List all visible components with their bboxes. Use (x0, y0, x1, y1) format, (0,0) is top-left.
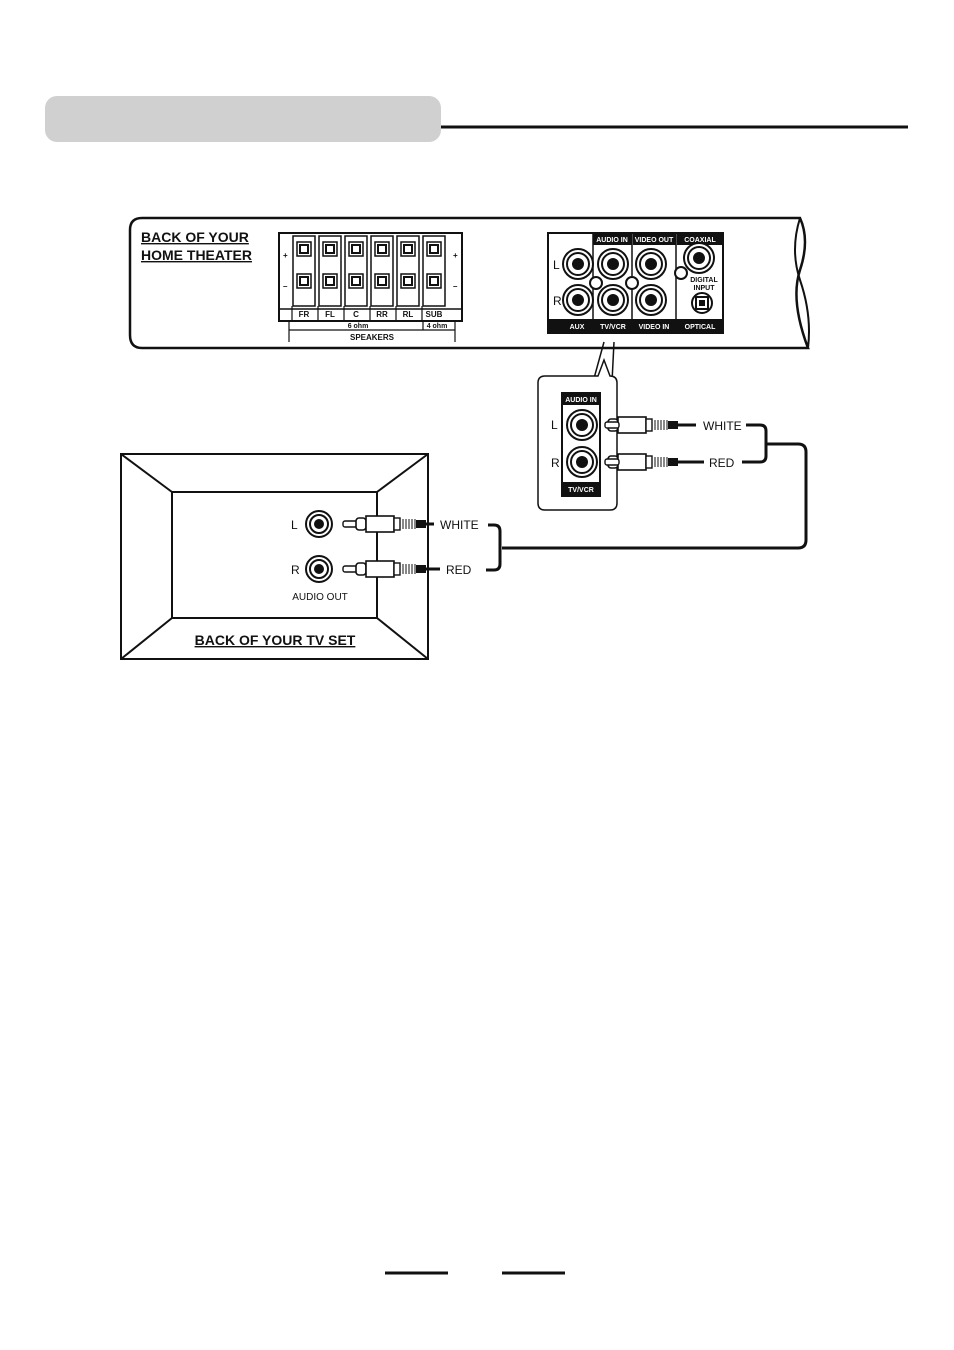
coaxial-jack-icon (684, 243, 714, 273)
tv-right-jack-icon (306, 556, 332, 582)
speaker-channel-label: RR (376, 310, 388, 319)
section-header (45, 96, 908, 142)
home-theater-title-line1: BACK OF YOUR (141, 229, 249, 245)
inset-tv-vcr-label: TV/VCR (568, 487, 594, 494)
inset-row-right-label: R (551, 456, 560, 470)
jack-audio-in-label: AUDIO IN (596, 237, 628, 244)
audio-cable (486, 425, 806, 570)
jack-row-left-label: L (553, 258, 560, 272)
speaker-channel-label: FL (325, 310, 335, 319)
speakers-label: SPEAKERS (350, 333, 395, 342)
inset-right-jack-icon (567, 447, 597, 477)
speaker-plus-right: + (453, 251, 458, 260)
tv-audio-out-label: AUDIO OUT (292, 592, 348, 603)
video-in-jack-icon (636, 285, 666, 315)
speaker-plus-left: + (283, 251, 288, 260)
inset-wire-red-label: RED (709, 456, 735, 470)
ground-ring-icon (590, 277, 602, 289)
aux-right-jack-icon (563, 285, 593, 315)
inset-left-jack-icon (567, 410, 597, 440)
aux-left-jack-icon (563, 249, 593, 279)
jack-optical-label: OPTICAL (685, 324, 716, 331)
zoom-inset: AUDIO IN TV/VCR L R WHITE RED (538, 360, 742, 510)
jack-row-right-label: R (553, 294, 562, 308)
digital-input-line1: DIGITAL (690, 277, 718, 284)
speaker-channel-label: FR (299, 310, 310, 319)
jack-video-out-label: VIDEO OUT (635, 237, 674, 244)
tv-vcr-right-jack-icon (598, 285, 628, 315)
inset-wire-white-label: WHITE (703, 419, 742, 433)
speaker-minus-left: – (283, 282, 288, 291)
speaker-channel-label: SUB (426, 310, 443, 319)
tv-row-left-label: L (291, 518, 298, 532)
video-out-jack-icon (636, 249, 666, 279)
ground-ring-icon (626, 277, 638, 289)
tv-vcr-left-jack-icon (598, 249, 628, 279)
tv-wire-white-label: WHITE (440, 518, 479, 532)
tv-wire-red-label: RED (446, 563, 472, 577)
header-bar (45, 96, 441, 142)
speaker-channel-label: C (353, 310, 359, 319)
jack-tv-vcr-label: TV/VCR (600, 324, 626, 331)
inset-audio-in-label: AUDIO IN (565, 397, 597, 404)
home-theater-panel: BACK OF YOUR HOME THEATER + – + – FR FL C R… (130, 218, 809, 382)
digital-input-line2: INPUT (694, 285, 716, 292)
speaker-channel-label: RL (403, 310, 414, 319)
tv-left-jack-icon (306, 511, 332, 537)
speaker-minus-right: – (453, 282, 458, 291)
tv-set-panel: BACK OF YOUR TV SET L R AUDIO OUT WHITE … (121, 454, 479, 659)
tv-set-title: BACK OF YOUR TV SET (195, 632, 356, 648)
home-theater-title-line2: HOME THEATER (141, 247, 252, 263)
jack-aux-label: AUX (570, 324, 585, 331)
jack-video-in-label: VIDEO IN (639, 324, 670, 331)
speaker-impedance-main: 6 ohm (348, 323, 369, 330)
inset-row-left-label: L (551, 418, 558, 432)
optical-port-icon (692, 293, 712, 313)
ground-ring-icon (675, 267, 687, 279)
tv-row-right-label: R (291, 563, 300, 577)
jack-panel: AUDIO IN VIDEO OUT COAXIAL AUX TV/VCR VI… (548, 233, 723, 333)
speaker-impedance-sub: 4 ohm (427, 323, 448, 330)
